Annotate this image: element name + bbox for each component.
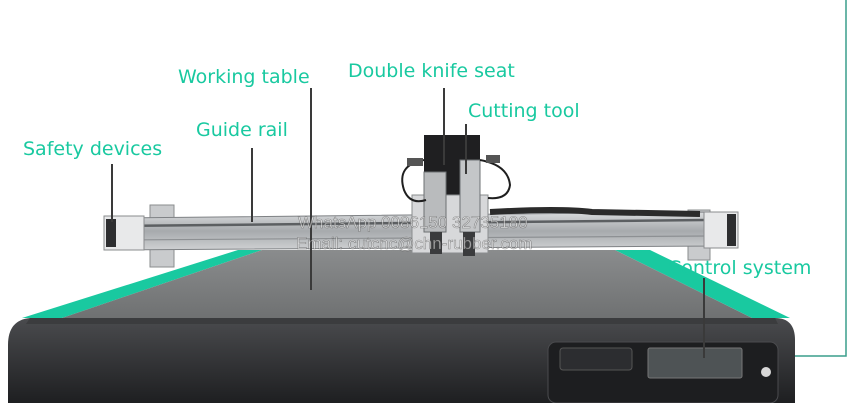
- label-double-knife-seat: Double knife seat: [348, 60, 515, 82]
- head-connector-left: [407, 158, 423, 166]
- control-panel-knob: [761, 367, 771, 377]
- knife-tool-holder-right: [463, 232, 475, 256]
- label-cutting-tool: Cutting tool: [468, 100, 580, 122]
- watermark-email: Email: cutcnc@chn-rubber.com: [296, 234, 533, 253]
- head-connector-right: [486, 155, 500, 163]
- left-green-strip: [22, 250, 262, 318]
- knife-tool-holder: [430, 232, 442, 254]
- cable-chain: [489, 207, 701, 217]
- table-front-edge: [26, 318, 778, 324]
- right-safety-sensor: [727, 214, 736, 246]
- control-panel-screen: [647, 347, 743, 379]
- working-table-surface: [62, 250, 752, 318]
- head-cable-right: [479, 159, 512, 200]
- control-panel-slot: [559, 347, 633, 371]
- watermark-whatsapp: WhatsApp 0086150 32735180: [298, 213, 528, 232]
- left-safety-sensor: [106, 219, 116, 247]
- label-guide-rail: Guide rail: [196, 119, 288, 141]
- label-safety-devices: Safety devices: [23, 138, 163, 160]
- label-working-table: Working table: [178, 66, 310, 88]
- right-green-strip: [615, 250, 790, 318]
- frame-line: [792, 0, 847, 357]
- leader-lines: [111, 88, 705, 358]
- label-control-system: Control system: [668, 257, 812, 279]
